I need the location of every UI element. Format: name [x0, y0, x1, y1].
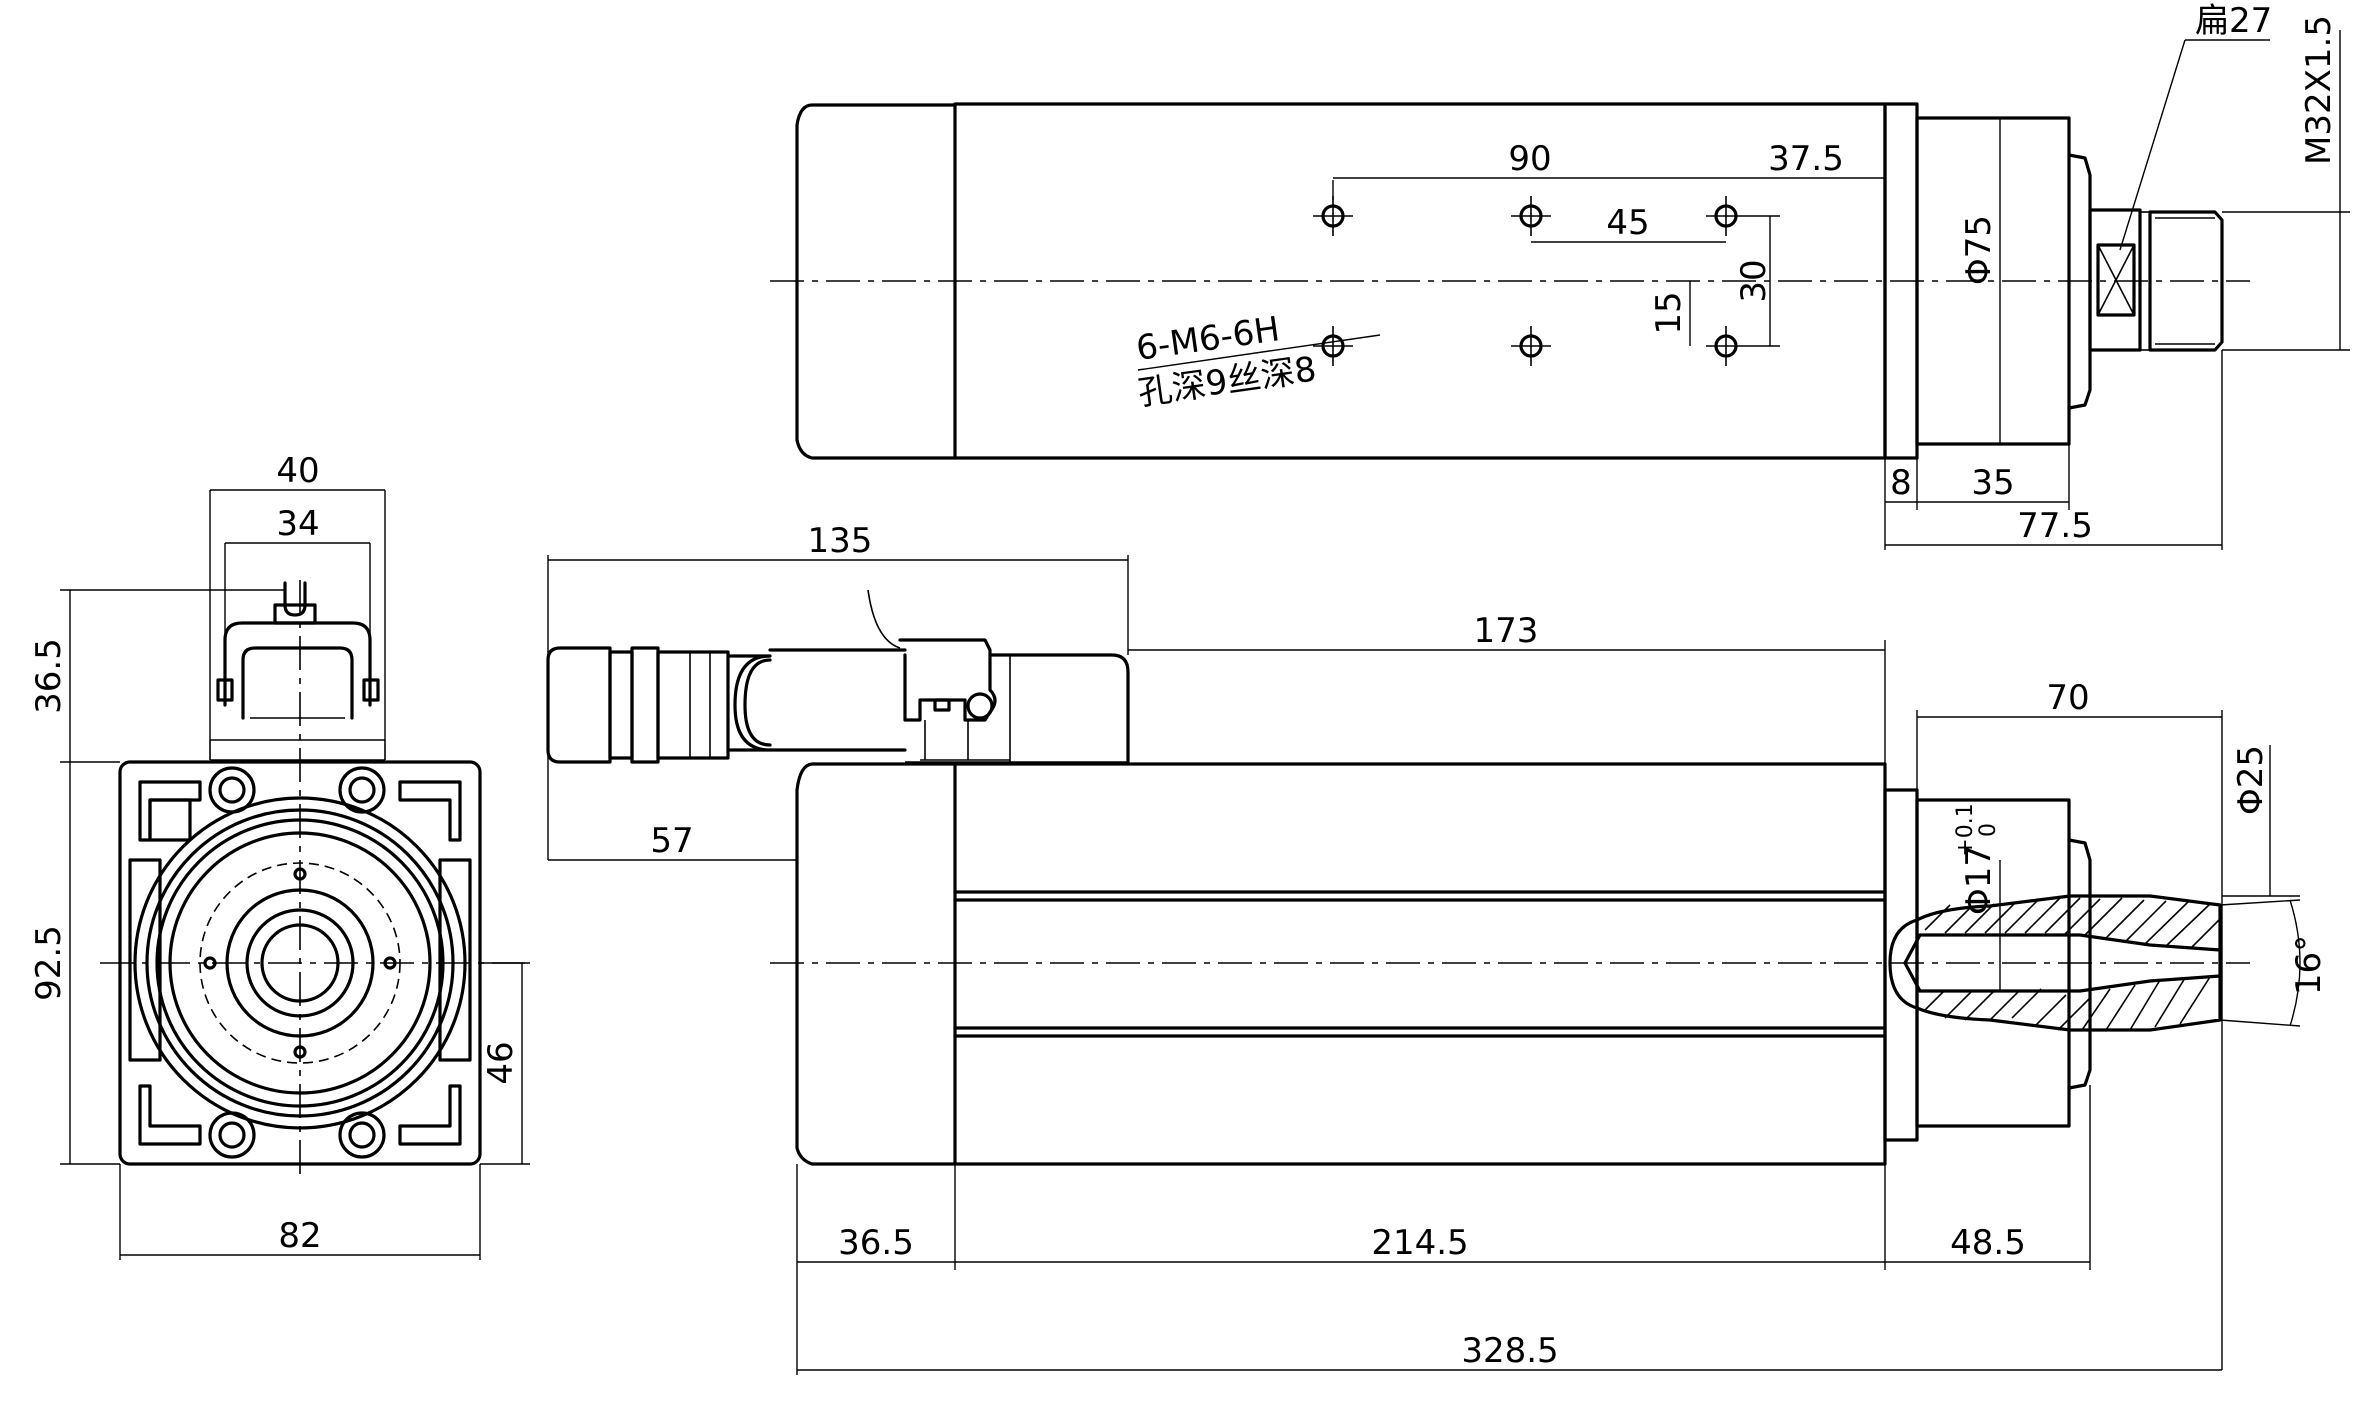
front-connector-frame — [223, 621, 372, 707]
dim-57: 57 — [650, 821, 693, 861]
dim-173: 173 — [1474, 611, 1539, 651]
dim-48-5: 48.5 — [1950, 1223, 2026, 1263]
dim-328-5: 328.5 — [1461, 1331, 1558, 1371]
cable-gland — [546, 646, 612, 764]
front-view: 40 34 36.5 92.5 46 82 — [29, 451, 530, 1260]
dim-214-5: 214.5 — [1371, 1223, 1468, 1263]
dim-135: 135 — [808, 521, 873, 561]
dim-90: 90 — [1508, 139, 1551, 179]
front-connector-inner — [241, 646, 354, 720]
dim-36-5: 36.5 — [838, 1223, 914, 1263]
dim-15: 15 — [1649, 291, 1689, 334]
top-rear-cap — [795, 103, 957, 460]
dim-16deg: 16° — [2289, 935, 2329, 995]
side-rear-cap — [795, 762, 957, 1166]
dim-phi17: Φ17 — [1959, 845, 1999, 915]
collet-section — [1888, 894, 2222, 1032]
dim-phi25: Φ25 — [2231, 745, 2271, 815]
dim-46: 46 — [481, 1041, 521, 1084]
dim-82: 82 — [278, 1216, 321, 1256]
section-hatch — [1924, 897, 2221, 1031]
dim-phi17-lower: 0 — [1976, 823, 2001, 837]
side-view: 135 57 173 70 Φ25 16° Φ17 +0.1 0 36.5 — [546, 521, 2329, 1375]
dim-92-5: 92.5 — [29, 925, 69, 1001]
dim-34: 34 — [276, 504, 319, 544]
dim-phi75: Φ75 — [1959, 215, 1999, 285]
dim-36-5-front: 36.5 — [29, 638, 69, 714]
dim-phi17-upper: +0.1 — [1953, 803, 1978, 856]
mounting-holes — [1313, 196, 1746, 366]
dim-45: 45 — [1606, 203, 1649, 243]
side-main-body — [953, 762, 1887, 1166]
top-flat-box — [2096, 243, 2136, 317]
dim-30: 30 — [1734, 259, 1774, 302]
top-view: 90 37.5 45 30 15 Φ75 8 35 77.5 扁27 — [770, 1, 2350, 550]
dim-35: 35 — [1971, 463, 2014, 503]
flat-27-label: 扁27 — [2195, 1, 2272, 41]
dim-70: 70 — [2046, 678, 2089, 718]
front-connector-pin — [283, 581, 307, 617]
connector-housing — [988, 653, 1130, 764]
dim-8: 8 — [1890, 463, 1912, 503]
dim-77-5: 77.5 — [2017, 506, 2093, 546]
dim-40: 40 — [276, 451, 319, 491]
thread-label: M32X1.5 — [2299, 15, 2339, 165]
dim-37-5: 37.5 — [1768, 139, 1844, 179]
top-shaft — [2088, 208, 2142, 352]
